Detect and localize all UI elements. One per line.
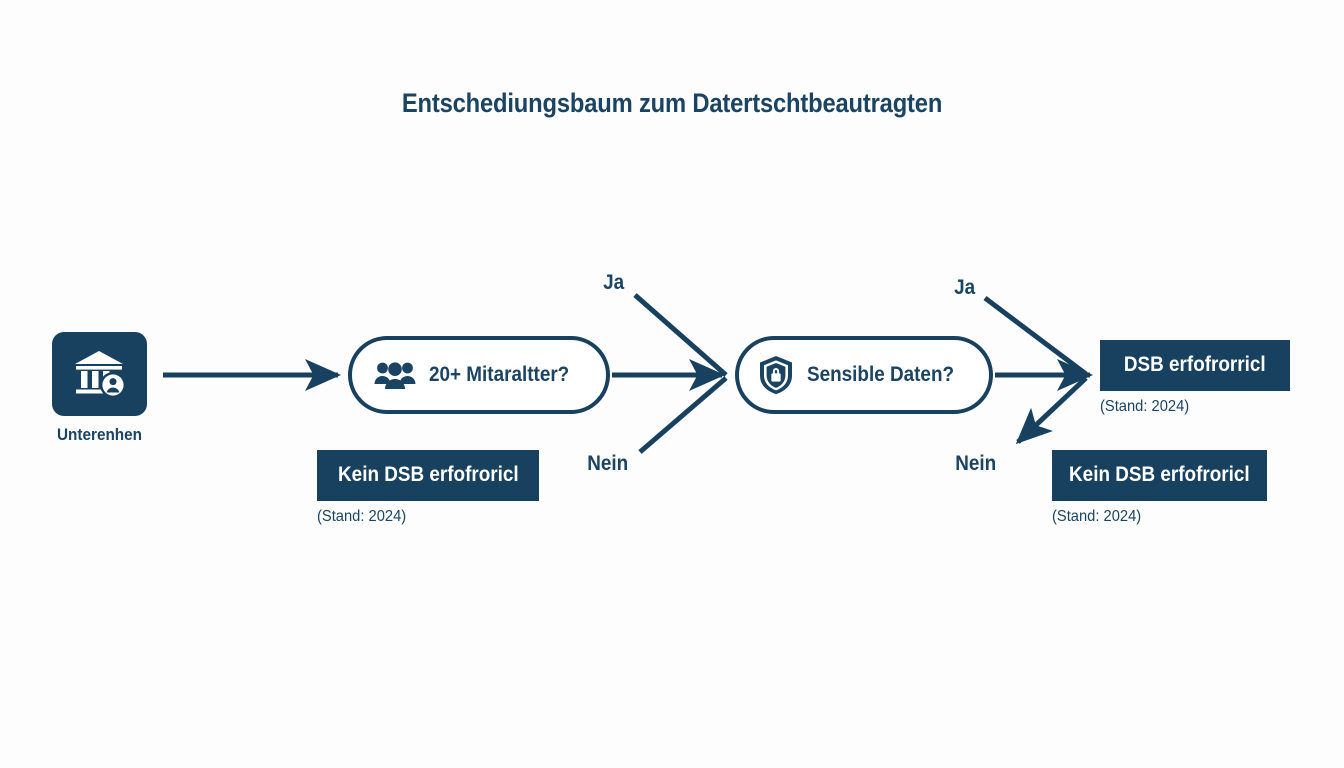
decision-node-sensitive-data[interactable]: Sensible Daten? bbox=[735, 336, 993, 414]
decision-node-sensitive-data-label: Sensible Daten? bbox=[806, 363, 954, 386]
result-no-dsb-2-box: Kein DSB erfofroricl bbox=[1052, 450, 1267, 501]
result-no-dsb-1-note: (Stand: 2024) bbox=[317, 508, 407, 525]
connector-decision1-ja bbox=[633, 293, 728, 377]
shield-lock-icon bbox=[758, 355, 794, 395]
result-no-dsb-1-text: Kein DSB erfofroricl bbox=[337, 463, 519, 486]
result-dsb-required-text: DSB erfofrorricl bbox=[1124, 353, 1266, 376]
people-group-icon bbox=[374, 360, 416, 390]
connector-decision1-nein bbox=[638, 376, 728, 454]
result-no-dsb-1[interactable]: Kein DSB erfofroricl (Stand: 2024) bbox=[317, 450, 539, 526]
result-no-dsb-1-box: Kein DSB erfofroricl bbox=[317, 450, 539, 501]
decision-node-employees-label: 20+ Mitaraltter? bbox=[428, 363, 569, 386]
bank-user-icon bbox=[52, 332, 147, 416]
branch-label-nein-employees: Nein bbox=[587, 452, 629, 475]
connector-decision2-nein bbox=[1015, 376, 1088, 445]
page-title: Entschediungsbaum zum Datertschtbeautrag… bbox=[401, 88, 943, 118]
decision-node-employees[interactable]: 20+ Mitaraltter? bbox=[348, 336, 610, 414]
connector-decision2-ja bbox=[983, 296, 1088, 376]
branch-label-ja-sensitive: Ja bbox=[954, 276, 976, 299]
start-node[interactable]: Unterenhen bbox=[52, 332, 147, 445]
result-dsb-required-box: DSB erfofrorricl bbox=[1100, 340, 1290, 391]
branch-label-ja-employees: Ja bbox=[603, 271, 625, 294]
branch-label-nein-sensitive: Nein bbox=[955, 452, 997, 475]
start-node-label: Unterenhen bbox=[56, 425, 143, 444]
result-dsb-required[interactable]: DSB erfofrorricl (Stand: 2024) bbox=[1100, 340, 1290, 416]
result-dsb-required-note: (Stand: 2024) bbox=[1100, 398, 1190, 415]
result-no-dsb-2-note: (Stand: 2024) bbox=[1052, 508, 1142, 525]
result-no-dsb-2[interactable]: Kein DSB erfofroricl (Stand: 2024) bbox=[1052, 450, 1267, 526]
result-no-dsb-2-text: Kein DSB erfofroricl bbox=[1069, 463, 1250, 486]
